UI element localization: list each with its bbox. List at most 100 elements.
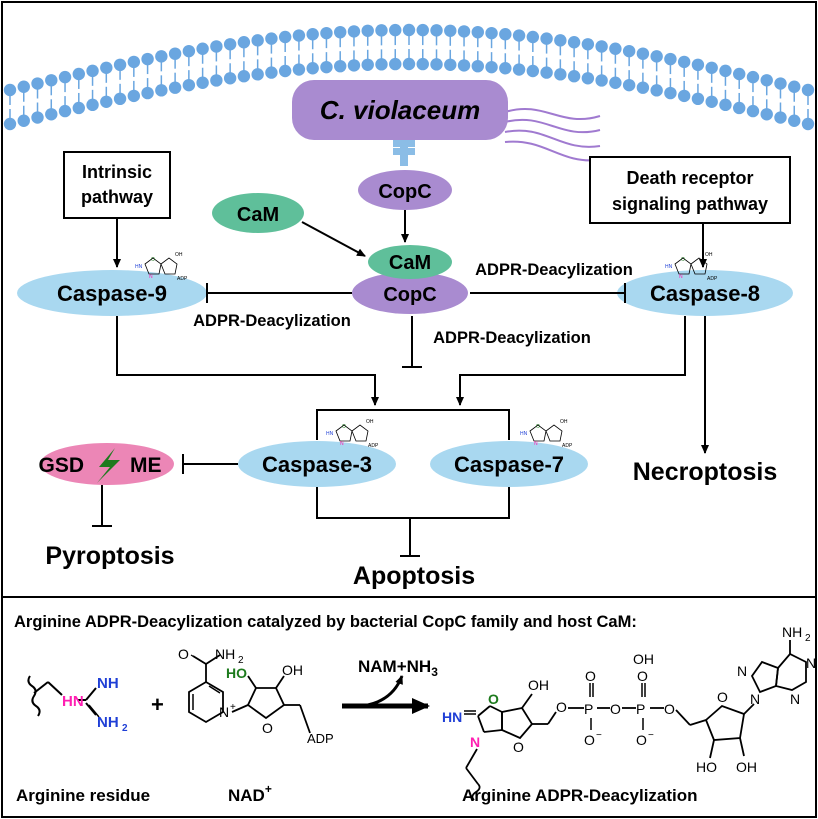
lipid-head — [237, 36, 251, 49]
lipid-head — [788, 114, 801, 127]
arrow-cam-to-complex — [301, 221, 366, 257]
caspase-3-label: Caspase-3 — [262, 452, 372, 477]
lipid-head — [774, 77, 787, 90]
label-nad-main: NAD — [228, 786, 265, 805]
lipid-head — [58, 70, 72, 84]
copc-complex-label: CopC — [383, 284, 436, 306]
lipid-head — [567, 36, 581, 49]
svg-text:N: N — [534, 441, 538, 447]
secretion-needle — [400, 146, 408, 166]
svg-text:HN: HN — [326, 431, 334, 437]
inhibitions — [92, 283, 626, 557]
lipid-head — [595, 74, 608, 87]
svg-text:NH: NH — [97, 675, 119, 692]
lipid-head — [155, 50, 168, 63]
lipid-head — [210, 40, 223, 53]
lipid-head — [650, 50, 663, 63]
death-receptor-line1: Death receptor — [626, 168, 753, 188]
cam-complex — [368, 245, 452, 279]
svg-text:O: O — [585, 668, 596, 684]
svg-text:HN: HN — [442, 709, 462, 725]
lipid-head — [237, 70, 251, 83]
svg-text:O: O — [610, 701, 621, 717]
lipid-head — [733, 101, 746, 115]
lipid-head — [485, 60, 498, 74]
caspase-8 — [617, 270, 793, 316]
lipid-head — [554, 68, 567, 81]
byproduct-sub: 3 — [431, 665, 438, 679]
svg-text:N: N — [219, 704, 229, 720]
svg-text:O: O — [342, 424, 346, 430]
svg-text:N: N — [470, 734, 480, 750]
svg-text:OH: OH — [736, 759, 757, 775]
svg-text:N: N — [750, 691, 760, 707]
copc-complex — [352, 272, 468, 314]
lipid-head — [430, 58, 443, 71]
cell-membrane — [3, 23, 815, 131]
lipid-head — [719, 98, 732, 112]
svg-text:−: − — [596, 730, 602, 741]
lipid-head — [636, 47, 650, 60]
svg-text:NH: NH — [215, 646, 235, 662]
lipid-head — [444, 24, 457, 37]
death-receptor-line2: signaling pathway — [612, 194, 768, 214]
lipid-head — [650, 84, 663, 97]
lipid-head — [622, 78, 636, 92]
lipid-head — [622, 44, 636, 58]
lipid-head — [141, 86, 154, 100]
svg-text:OH: OH — [282, 662, 303, 678]
cam-free — [212, 193, 304, 233]
svg-text:OH: OH — [366, 419, 374, 425]
lipid-head — [168, 81, 182, 94]
lipid-head — [3, 117, 17, 131]
lipid-head — [402, 57, 416, 71]
plus-sign: + — [151, 692, 164, 717]
lipid-head — [760, 74, 773, 87]
svg-text:P: P — [584, 701, 593, 717]
svg-text:2: 2 — [122, 723, 128, 734]
lipid-head — [31, 111, 44, 124]
lipid-head — [389, 57, 402, 71]
lipid-head — [389, 23, 402, 37]
lipid-head — [31, 77, 44, 90]
caspase-7 — [430, 441, 588, 487]
death-receptor-box — [589, 156, 791, 224]
caspase-8-label: Caspase-8 — [650, 281, 760, 306]
adpr-label-left: ADPR-Deacylization — [193, 312, 351, 330]
lipid-head — [292, 63, 306, 76]
svg-text:O: O — [664, 701, 675, 717]
cam-complex-label: CaM — [389, 252, 431, 274]
lipid-head — [182, 78, 196, 92]
byproduct-label: NAM+NH3 — [358, 657, 438, 679]
byproduct-arrow — [361, 675, 404, 708]
intrinsic-line2: pathway — [81, 187, 153, 207]
lipid-head — [705, 61, 718, 74]
svg-text:N: N — [790, 691, 800, 707]
lipid-head — [540, 66, 553, 79]
lipid-head — [347, 59, 361, 72]
lipid-head — [375, 58, 388, 71]
lipid-head — [554, 34, 567, 47]
executioner-bracket-top — [316, 409, 510, 440]
intrinsic-pathway-box — [63, 151, 171, 219]
svg-text:N: N — [737, 663, 747, 679]
lipid-head — [86, 64, 99, 78]
lipid-head — [113, 92, 127, 106]
svg-text:HN: HN — [135, 264, 143, 270]
lipid-head — [609, 76, 622, 89]
bottom-title: Arginine ADPR-Deacylization catalyzed by… — [14, 613, 637, 631]
lipid-head — [512, 29, 526, 42]
lipid-head — [581, 38, 595, 51]
lipid-head — [801, 83, 815, 97]
lipid-head — [788, 80, 801, 93]
lipid-head — [636, 81, 650, 94]
lipid-head — [526, 30, 540, 44]
svg-text:+: + — [230, 702, 236, 713]
label-nad-sup: + — [265, 782, 272, 796]
lipid-head — [306, 62, 319, 75]
lipid-head — [223, 38, 237, 51]
